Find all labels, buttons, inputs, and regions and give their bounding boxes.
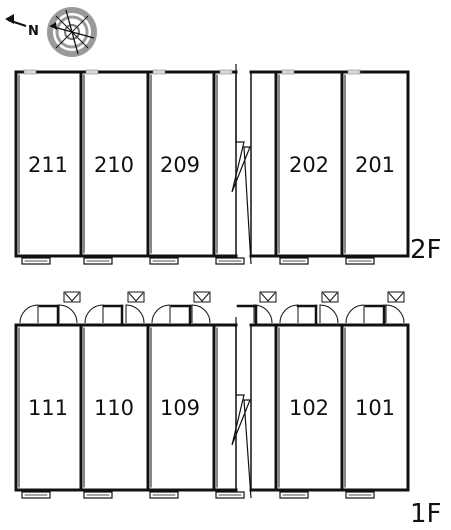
floor1-door-swing-3 (125, 304, 145, 324)
floor1-break-symbol (231, 317, 252, 499)
floor2-door-mark-3 (219, 69, 233, 75)
unit-211: 211 (28, 153, 68, 177)
floor1-door-swing-2 (84, 304, 104, 324)
floor1-meter-box-2 (193, 291, 211, 303)
floor1-meter-mark-5 (388, 292, 404, 302)
floor1-door-swing-5 (191, 304, 211, 324)
floor-label-2f: 2F (410, 235, 442, 265)
floor1-meter-box-4 (321, 291, 339, 303)
floor2-door-mark-5 (347, 69, 361, 75)
floor2-break-symbol (231, 64, 252, 265)
floor1-meter-mark-2 (194, 292, 210, 302)
unit-210: 210 (94, 153, 134, 177)
floor2-door-mark-0 (23, 69, 37, 75)
compass-icon: N (5, 7, 97, 57)
floor1-door-swing-4 (151, 304, 171, 324)
unit-101: 101 (355, 396, 395, 420)
floor-2f-labels: 211 210 209 202 201 2F (28, 153, 442, 265)
floor1-meter-mark-3 (260, 292, 276, 302)
floor1-door-swing-10 (385, 304, 405, 324)
floor1-door-swing-0 (19, 304, 39, 324)
unit-102: 102 (289, 396, 329, 420)
unit-201: 201 (355, 153, 395, 177)
unit-109: 109 (160, 396, 200, 420)
floor1-meter-mark-1 (128, 292, 144, 302)
floor1-door-swing-1 (58, 304, 78, 324)
floor1-meter-box-0 (63, 291, 81, 303)
building-walls (14, 64, 410, 499)
unit-111: 111 (28, 396, 68, 420)
floor-1f-labels: 111 110 109 102 101 1F (28, 396, 442, 529)
floor1-meter-mark-4 (322, 292, 338, 302)
floor1-door-swing-7 (279, 304, 299, 324)
floor2-door-mark-4 (281, 69, 295, 75)
floor2-door-mark-2 (152, 69, 166, 75)
floor1-meter-box-1 (127, 291, 145, 303)
unit-110: 110 (94, 396, 134, 420)
floor-label-1f: 1F (410, 499, 442, 529)
unit-209: 209 (160, 153, 200, 177)
floor1-meter-box-3 (259, 291, 277, 303)
floor1-meter-box-5 (387, 291, 405, 303)
floor2-door-mark-1 (85, 69, 99, 75)
north-label: N (28, 24, 39, 39)
floor1-door-swing-9 (345, 304, 365, 324)
floor1-meter-mark-0 (64, 292, 80, 302)
unit-202: 202 (289, 153, 329, 177)
floor1-door-swing-8 (319, 304, 339, 324)
